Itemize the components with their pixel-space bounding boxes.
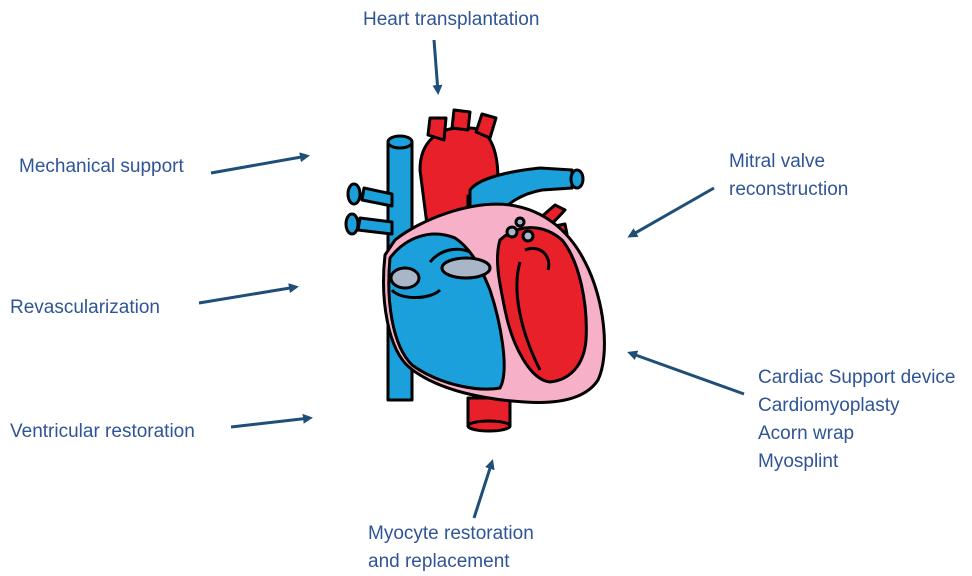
arrow-ventricular-restoration bbox=[231, 418, 310, 427]
label-myocyte-line-1: Myocyte restoration bbox=[368, 520, 534, 548]
valve bbox=[391, 268, 419, 288]
label-ventricular-restoration: Ventricular restoration bbox=[10, 418, 195, 446]
label-mechanical-support: Mechanical support bbox=[19, 153, 184, 181]
label-cardiac-support-list: Cardiac Support device Cardiomyoplasty A… bbox=[758, 364, 956, 476]
arrow-cardiac-support bbox=[630, 353, 744, 394]
arrow-revascularization bbox=[199, 287, 296, 303]
arrow-mechanical-support bbox=[211, 156, 307, 173]
label-myocyte-restoration: Myocyte restoration and replacement bbox=[368, 520, 534, 576]
arrow-mitral-valve bbox=[630, 188, 714, 236]
label-cardiomyoplasty: Cardiomyoplasty bbox=[758, 392, 956, 420]
label-revascularization: Revascularization bbox=[10, 294, 160, 322]
heart-illustration bbox=[346, 110, 604, 431]
label-myocyte-line-2: and replacement bbox=[368, 548, 534, 576]
label-heart-transplantation: Heart transplantation bbox=[363, 6, 539, 34]
label-acorn-wrap: Acorn wrap bbox=[758, 420, 956, 448]
arrow-heart-transplantation bbox=[434, 40, 438, 92]
label-mitral-line-1: Mitral valve bbox=[729, 148, 848, 176]
label-mitral-line-2: reconstruction bbox=[729, 176, 848, 204]
label-myosplint: Myosplint bbox=[758, 448, 956, 476]
arrow-myocyte bbox=[474, 462, 492, 518]
label-cardiac-support-device: Cardiac Support device bbox=[758, 364, 956, 392]
label-mitral-valve: Mitral valve reconstruction bbox=[729, 148, 848, 204]
